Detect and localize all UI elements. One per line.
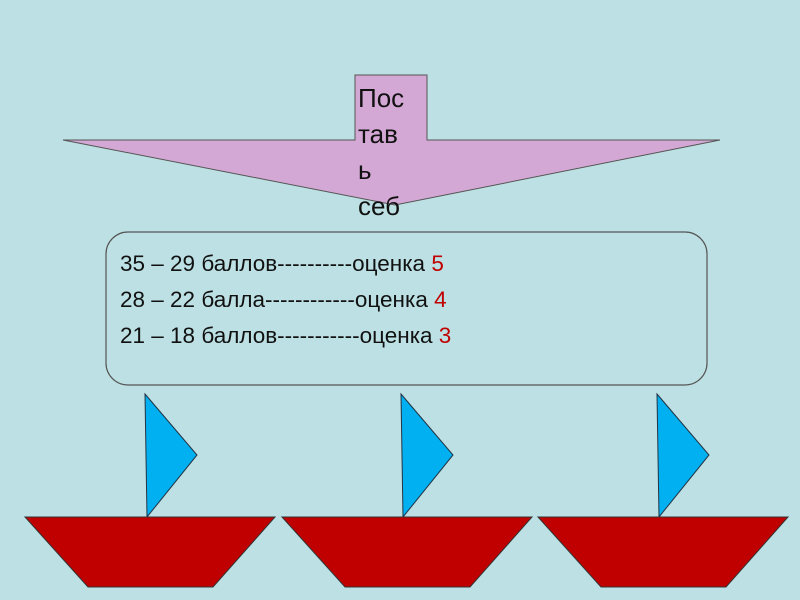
sail-icon	[144, 392, 198, 519]
hull-icon	[23, 516, 277, 588]
arrow-label: Пос тав ь себ	[358, 80, 428, 224]
score-range: 28 – 22 балла------------оценка	[120, 287, 435, 312]
boat-3	[536, 392, 790, 588]
sail-icon	[400, 392, 454, 519]
boat-2	[280, 392, 534, 588]
score-range: 21 – 18 баллов-----------оценка	[120, 323, 439, 348]
hull-icon	[280, 516, 534, 588]
grades-box	[105, 231, 708, 386]
grade-value: 3	[438, 323, 452, 348]
grade-value: 4	[434, 287, 447, 312]
grade-value: 5	[431, 251, 444, 276]
grade-row: 28 – 22 балла------------оценка 4	[120, 282, 451, 318]
boat-1	[23, 392, 277, 588]
grade-row: 21 – 18 баллов-----------оценка 3	[120, 318, 451, 354]
hull-icon	[536, 516, 790, 588]
grades-list: 35 – 29 баллов----------оценка 5 28 – 22…	[120, 246, 451, 354]
arrow-label-line: ь	[358, 155, 372, 185]
arrow-label-line: Пос	[358, 83, 405, 113]
grade-row: 35 – 29 баллов----------оценка 5	[120, 246, 451, 282]
score-range: 35 – 29 баллов----------оценка	[120, 251, 432, 276]
down-arrow-shape	[62, 74, 721, 206]
sail-icon	[656, 392, 710, 519]
arrow-label-line: тав	[358, 119, 398, 149]
arrow-label-line: себ	[358, 191, 401, 221]
